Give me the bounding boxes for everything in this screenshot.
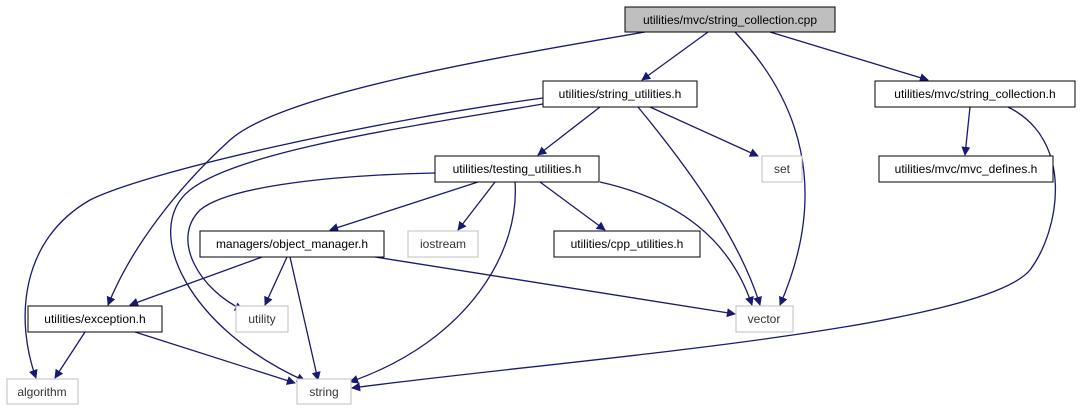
node-label: vector	[748, 312, 781, 326]
node-string[interactable]: string	[296, 378, 352, 405]
edge-testing-utilities-h-to-string	[349, 181, 516, 384]
node-algorithm[interactable]: algorithm	[6, 378, 79, 405]
node-vector[interactable]: vector	[735, 305, 794, 333]
node-label: string	[309, 385, 338, 399]
node-object-manager-h[interactable]: managers/object_manager.h	[199, 230, 385, 258]
node-label: set	[774, 162, 791, 176]
edge-root-to-string-collection-h	[769, 31, 929, 82]
node-label: utilities/exception.h	[44, 312, 145, 326]
node-label: utilities/mvc/mvc_defines.h	[895, 162, 1038, 176]
edge-string-utilities-h-to-vector	[637, 106, 762, 306]
node-label: utilities/mvc/string_collection.cpp	[643, 13, 817, 27]
node-label: utilities/mvc/string_collection.h	[894, 87, 1055, 101]
node-label: iostream	[420, 237, 466, 251]
node-utility[interactable]: utility	[235, 305, 289, 333]
node-label: utilities/cpp_utilities.h	[571, 237, 684, 251]
edge-object-manager-h-to-utility	[264, 256, 288, 306]
edges-layer	[24, 31, 1057, 392]
edge-string-utilities-h-to-string	[170, 103, 544, 382]
edge-root-to-vector	[734, 31, 806, 306]
edge-testing-utilities-h-to-cpp-utilities-h	[539, 181, 606, 231]
node-label: utilities/string_utilities.h	[559, 87, 682, 101]
edge-testing-utilities-h-to-vector	[599, 181, 754, 306]
edge-object-manager-h-to-exception-h	[129, 256, 263, 307]
nodes-layer: utilities/mvc/string_collection.cpp util…	[6, 6, 1076, 405]
edge-string-collection-h-to-string	[351, 106, 1057, 392]
edge-root-to-string-utilities-h	[641, 31, 709, 81]
node-iostream[interactable]: iostream	[407, 230, 479, 258]
node-label: algorithm	[17, 385, 66, 399]
edge-testing-utilities-h-to-utility	[187, 172, 436, 311]
node-label: managers/object_manager.h	[216, 237, 368, 251]
node-string-collection-h[interactable]: utilities/mvc/string_collection.h	[874, 80, 1076, 108]
node-mvc-defines-h[interactable]: utilities/mvc/mvc_defines.h	[878, 155, 1054, 183]
node-label: utility	[248, 312, 275, 326]
node-label: utilities/testing_utilities.h	[453, 162, 582, 176]
edge-object-manager-h-to-vector	[374, 256, 736, 318]
edge-testing-utilities-h-to-object-manager-h	[329, 181, 479, 232]
edge-exception-h-to-string	[134, 331, 296, 385]
node-exception-h[interactable]: utilities/exception.h	[27, 305, 163, 333]
edge-root-to-exception-h	[106, 31, 646, 306]
edge-string-utilities-h-to-set	[649, 106, 759, 157]
edge-string-collection-h-to-mvc-defines-h	[961, 106, 971, 156]
node-root-file[interactable]: utilities/mvc/string_collection.cpp	[624, 6, 836, 33]
edge-string-utilities-h-to-testing-utilities-h	[537, 106, 601, 156]
node-string-utilities-h[interactable]: utilities/string_utilities.h	[542, 80, 698, 108]
node-set[interactable]: set	[761, 155, 803, 183]
node-cpp-utilities-h[interactable]: utilities/cpp_utilities.h	[553, 230, 701, 258]
edge-object-manager-h-to-string	[289, 256, 321, 381]
edge-string-utilities-h-to-algorithm	[24, 97, 544, 379]
node-testing-utilities-h[interactable]: utilities/testing_utilities.h	[434, 155, 600, 183]
edge-testing-utilities-h-to-iostream	[457, 181, 496, 231]
edge-exception-h-to-algorithm	[54, 331, 86, 379]
